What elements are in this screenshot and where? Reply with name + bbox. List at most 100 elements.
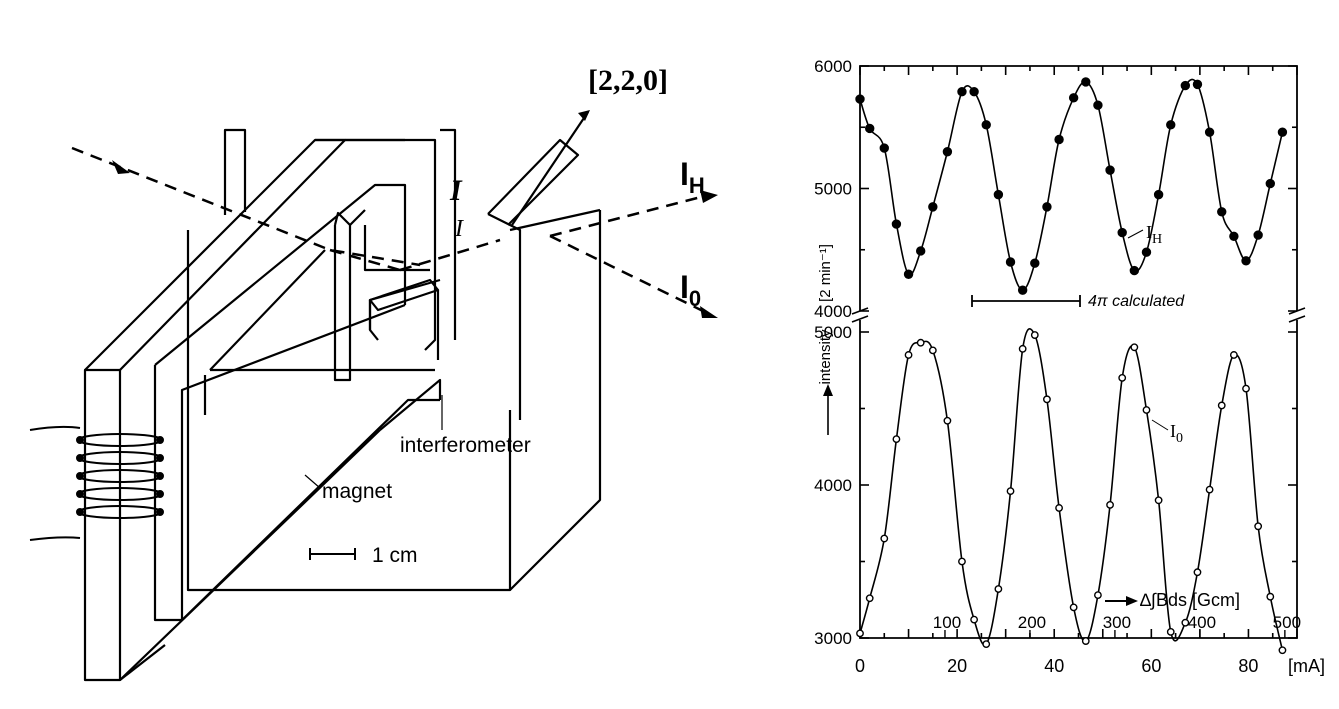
beam-h-label: IH bbox=[680, 156, 705, 198]
secondary-tick-label: 400 bbox=[1188, 613, 1216, 632]
data-point-i0 bbox=[1094, 591, 1102, 600]
data-point-i0 bbox=[1118, 373, 1127, 382]
series-h-label: IH bbox=[1146, 222, 1162, 247]
data-point-i0 bbox=[1018, 344, 1027, 353]
data-point-ih bbox=[1141, 247, 1152, 257]
data-point-i0 bbox=[1043, 395, 1051, 404]
y-axis-unit: [2 min⁻¹] bbox=[817, 244, 834, 302]
fit-curve-ih bbox=[859, 78, 1284, 291]
data-point-i0 bbox=[1166, 627, 1175, 636]
data-point-ih bbox=[1005, 257, 1016, 267]
data-point-ih bbox=[1166, 120, 1176, 130]
beam-0-label: I0 bbox=[680, 269, 701, 311]
data-point-i0 bbox=[865, 594, 874, 603]
magnet-label: magnet bbox=[322, 480, 392, 503]
interferometer-label: interferometer bbox=[400, 434, 531, 457]
data-point-i0 bbox=[1069, 603, 1078, 612]
x-tick-label: 0 bbox=[855, 656, 865, 676]
secondary-axis-label: ∆∫Bds [Gcm] bbox=[1140, 590, 1240, 610]
data-point-ih bbox=[981, 120, 991, 130]
data-point-i0 bbox=[1181, 618, 1190, 627]
secondary-tick-label: 300 bbox=[1103, 613, 1131, 632]
data-point-ih bbox=[915, 246, 926, 256]
top-frame bbox=[859, 65, 1298, 311]
data-point-ih bbox=[1277, 127, 1288, 137]
data-point-i0 bbox=[1030, 331, 1039, 339]
data-point-ih bbox=[942, 147, 953, 157]
data-point-i0 bbox=[1254, 522, 1263, 531]
scale-bar bbox=[309, 548, 356, 560]
data-point-ih bbox=[865, 123, 875, 134]
series-0-leader bbox=[1151, 419, 1169, 431]
data-point-ih bbox=[957, 87, 967, 97]
scale-label: 1 cm bbox=[372, 544, 418, 567]
data-point-ih bbox=[969, 87, 979, 97]
direction-label: [2,2,0] bbox=[588, 64, 668, 97]
data-point-ih bbox=[1068, 93, 1079, 103]
data-point-i0 bbox=[856, 629, 864, 638]
data-point-i0 bbox=[994, 585, 1003, 593]
points-layer bbox=[855, 77, 1288, 655]
x-tick-label: 20 bbox=[947, 656, 967, 676]
plate-label-1: I bbox=[449, 174, 463, 207]
data-point-ih bbox=[1229, 231, 1239, 241]
plate-label-2: I bbox=[454, 216, 464, 242]
data-point-i0 bbox=[1154, 496, 1163, 505]
secondary-tick-label: 100 bbox=[933, 613, 961, 632]
data-point-i0 bbox=[970, 615, 979, 624]
data-point-i0 bbox=[1266, 592, 1275, 601]
data-point-i0 bbox=[1193, 568, 1202, 577]
data-point-ih bbox=[1054, 134, 1064, 145]
data-point-i0 bbox=[1130, 343, 1139, 352]
data-point-ih bbox=[993, 189, 1004, 200]
data-point-ih bbox=[1241, 256, 1251, 266]
data-point-i0 bbox=[958, 557, 966, 566]
four-pi-annotation: 4π calculated bbox=[1088, 293, 1185, 310]
data-point-i0 bbox=[916, 338, 925, 347]
data-point-ih bbox=[1042, 202, 1052, 212]
y-tick-label-bottom: 3000 bbox=[814, 629, 852, 648]
data-point-i0 bbox=[1142, 406, 1151, 414]
interferometer-crystal bbox=[186, 128, 602, 592]
data-point-ih bbox=[1129, 265, 1140, 276]
data-point-ih bbox=[1030, 258, 1040, 268]
data-point-ih bbox=[1017, 285, 1028, 295]
secondary-tick-label: 500 bbox=[1273, 613, 1301, 632]
y-tick-label-top: 6000 bbox=[814, 57, 852, 76]
data-point-i0 bbox=[892, 435, 901, 443]
series-0-label: I0 bbox=[1170, 421, 1183, 446]
x-tick-label: 80 bbox=[1238, 656, 1258, 676]
magnet-yoke bbox=[83, 138, 442, 682]
data-point-i0 bbox=[928, 346, 937, 355]
data-point-i0 bbox=[943, 416, 952, 425]
data-point-ih bbox=[1081, 77, 1091, 87]
secondary-tick-label: 200 bbox=[1018, 613, 1046, 632]
x-unit-label: [mA] bbox=[1288, 656, 1325, 676]
y-axis-label: intensity bbox=[817, 329, 834, 385]
data-point-ih bbox=[1153, 189, 1164, 200]
neutron-beams bbox=[71, 146, 706, 314]
data-point-ih bbox=[1105, 165, 1115, 175]
coil bbox=[29, 425, 164, 541]
data-point-i0 bbox=[904, 351, 913, 359]
y-axis-arrowhead bbox=[823, 384, 833, 396]
direction-arrow bbox=[511, 111, 589, 226]
secondary-axis-arrowhead bbox=[1126, 596, 1138, 606]
data-point-ih bbox=[1093, 100, 1103, 110]
apparatus-drawing bbox=[29, 110, 718, 682]
axis-breaks bbox=[851, 307, 1306, 323]
data-point-i0 bbox=[982, 640, 991, 649]
data-point-i0 bbox=[1081, 637, 1090, 645]
data-point-ih bbox=[1192, 79, 1203, 90]
data-point-i0 bbox=[1278, 646, 1287, 655]
magnet-leader bbox=[304, 474, 321, 489]
four-pi-bar bbox=[971, 295, 1081, 307]
data-point-i0 bbox=[1106, 500, 1114, 509]
data-point-ih bbox=[1265, 178, 1275, 189]
data-point-ih bbox=[855, 94, 865, 104]
data-point-i0 bbox=[1229, 351, 1238, 359]
data-point-ih bbox=[891, 219, 902, 229]
